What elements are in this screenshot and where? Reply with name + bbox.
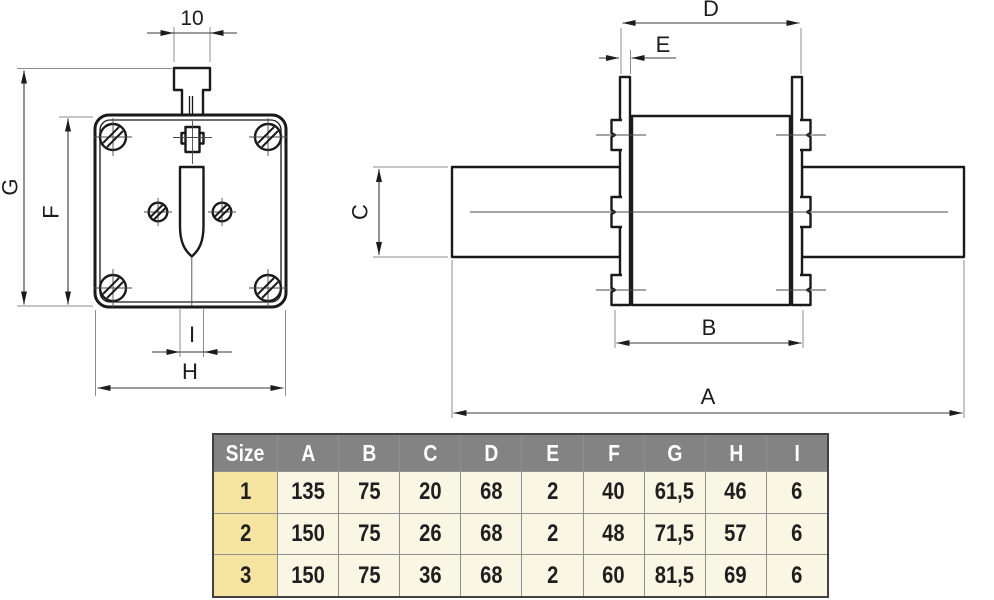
corner-screw-top-left xyxy=(94,118,132,156)
header-cell: F xyxy=(583,435,644,471)
dim-label-10: 10 xyxy=(180,7,203,30)
header-cell: E xyxy=(522,435,583,471)
value-cell: 75 xyxy=(339,513,400,555)
dim-label-D: D xyxy=(703,0,719,21)
dim-label-B: B xyxy=(702,315,717,340)
header-cell: C xyxy=(400,435,461,471)
size-cell: 2 xyxy=(214,513,277,555)
value-cell: 150 xyxy=(278,513,339,555)
value-cell: 75 xyxy=(339,555,400,596)
dim-label-I: I xyxy=(189,322,195,347)
value-cell: 135 xyxy=(278,472,339,513)
corner-screw-top-right xyxy=(249,118,287,156)
fuse-body xyxy=(630,114,792,307)
contact-clips-left xyxy=(596,118,646,307)
value-cell: 68 xyxy=(461,472,522,513)
dim-D: D xyxy=(620,0,802,74)
dim-G: G xyxy=(0,68,172,307)
value-cell: 60 xyxy=(583,555,644,596)
dim-label-E: E xyxy=(656,32,671,57)
value-cell: 2 xyxy=(522,472,583,513)
dim-label-C: C xyxy=(348,204,373,220)
side-view: D E C B A xyxy=(348,0,966,418)
header-cell: B xyxy=(339,435,400,471)
dim-C: C xyxy=(348,166,448,258)
dim-E: E xyxy=(599,32,676,74)
value-cell: 46 xyxy=(705,472,766,513)
header-cell: A xyxy=(278,435,339,471)
header-cell: H xyxy=(705,435,766,471)
front-top-tab xyxy=(172,66,212,117)
dim-B: B xyxy=(614,310,804,348)
header-cell: D xyxy=(461,435,522,471)
value-cell: 2 xyxy=(522,513,583,555)
value-cell: 2 xyxy=(522,555,583,596)
middle-screw-right xyxy=(208,198,236,226)
value-cell: 68 xyxy=(461,555,522,596)
value-cell: 57 xyxy=(705,513,766,555)
header-cell-size: Size xyxy=(214,435,277,471)
end-blade-right xyxy=(790,75,804,307)
size-cell: 3 xyxy=(214,555,277,596)
front-center-blade xyxy=(178,165,205,258)
front-top-tab-blade-lines xyxy=(188,96,194,115)
value-cell: 75 xyxy=(339,472,400,513)
value-cell: 150 xyxy=(278,555,339,596)
value-cell: 61,5 xyxy=(644,472,705,513)
value-cell: 71,5 xyxy=(644,513,705,555)
value-cell: 6 xyxy=(766,472,827,513)
value-cell: 81,5 xyxy=(644,555,705,596)
value-cell: 68 xyxy=(461,513,522,555)
header-cell: G xyxy=(644,435,705,471)
dim-10: 10 xyxy=(147,7,237,62)
value-cell: 36 xyxy=(400,555,461,596)
corner-screw-bottom-right xyxy=(249,269,287,307)
dim-F: F xyxy=(39,116,93,305)
value-cell: 26 xyxy=(400,513,461,555)
value-cell: 6 xyxy=(766,513,827,555)
corner-screw-bottom-left xyxy=(94,269,132,307)
dimension-table: Size A B C D E F G H I 1 135 75 20 68 2 … xyxy=(212,433,829,598)
value-cell: 6 xyxy=(766,555,827,596)
value-cell: 69 xyxy=(705,555,766,596)
size-cell: 1 xyxy=(214,472,277,513)
dim-H: H xyxy=(95,310,286,396)
value-cell: 48 xyxy=(583,513,644,555)
dim-label-G: G xyxy=(0,178,23,195)
contact-clips-right xyxy=(776,118,826,307)
end-blade-left xyxy=(618,75,632,307)
front-view: 10 G F I H xyxy=(0,7,288,396)
striker-indicator xyxy=(173,121,212,164)
dim-label-F: F xyxy=(39,205,64,218)
dim-label-H: H xyxy=(182,359,198,384)
dim-I: I xyxy=(152,308,232,357)
value-cell: 20 xyxy=(400,472,461,513)
header-cell: I xyxy=(766,435,827,471)
front-plate-inner xyxy=(99,119,282,303)
value-cell: 40 xyxy=(583,472,644,513)
middle-screw-left xyxy=(144,198,172,226)
dim-label-A: A xyxy=(701,384,716,409)
dim-A: A xyxy=(451,260,965,418)
